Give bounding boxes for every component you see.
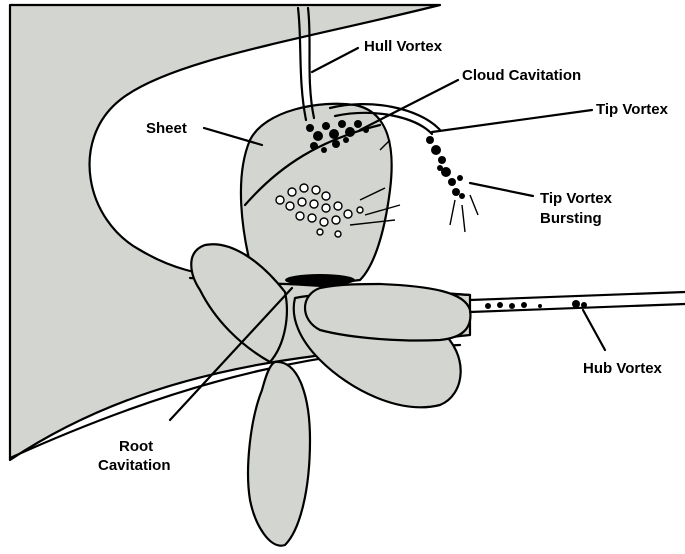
leader-hull-vortex <box>312 48 358 72</box>
leader-tip-vortex <box>432 110 592 132</box>
label-root-cavitation-2: Cavitation <box>98 457 171 474</box>
leader-hub-vortex <box>583 310 605 350</box>
leader-tip-vortex-bursting <box>470 183 533 196</box>
label-cloud-cavitation: Cloud Cavitation <box>462 67 581 84</box>
root-cavitation-cluster <box>285 274 355 286</box>
label-tip-vortex: Tip Vortex <box>596 101 669 118</box>
label-hub-vortex: Hub Vortex <box>583 360 663 377</box>
hub-body <box>305 284 470 341</box>
label-tip-vortex-bursting-1: Tip Vortex <box>540 190 613 207</box>
lower-blade <box>248 362 310 546</box>
label-tip-vortex-bursting-2: Bursting <box>540 210 602 227</box>
bursting-streaks <box>450 195 478 232</box>
shaft-top <box>470 292 685 300</box>
label-sheet: Sheet <box>146 120 187 137</box>
label-root-cavitation-1: Root <box>119 438 153 455</box>
tip-vortex-bursting-cluster <box>426 136 465 199</box>
label-hull-vortex: Hull Vortex <box>364 38 443 55</box>
